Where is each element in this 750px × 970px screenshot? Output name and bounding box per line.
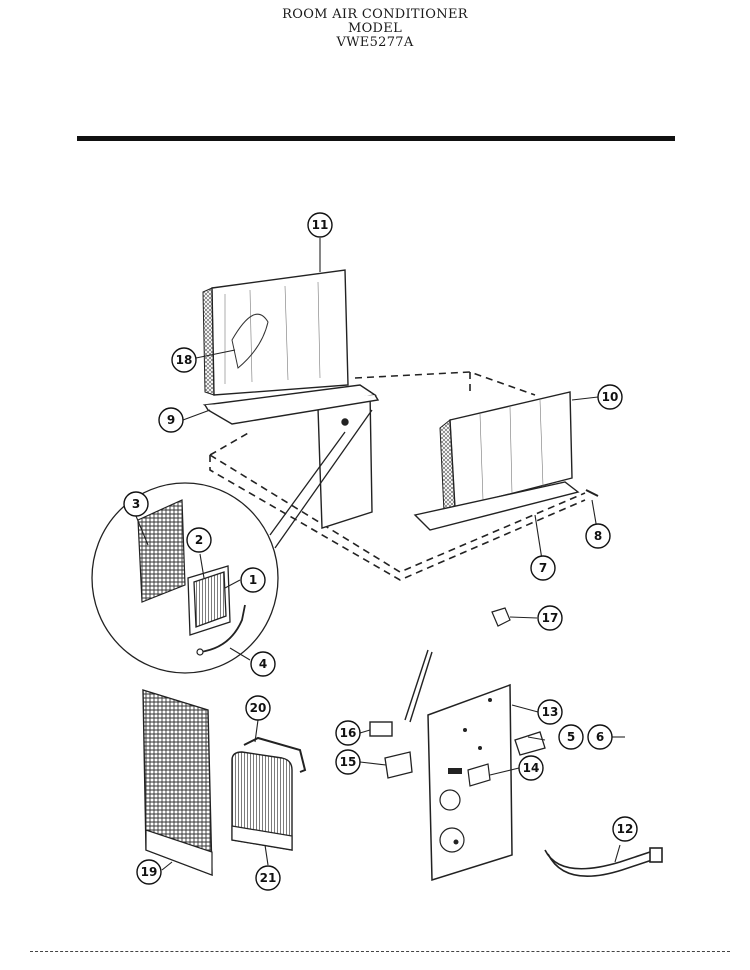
- svg-text:1: 1: [249, 573, 257, 587]
- header-model-number: VWE5277A: [336, 35, 414, 50]
- svg-text:16: 16: [340, 726, 357, 740]
- electric-heater-coil: [231, 751, 293, 851]
- svg-text:3: 3: [132, 497, 140, 511]
- callout-21: 21: [255, 865, 281, 891]
- callout-14: 14: [518, 755, 544, 781]
- svg-text:14: 14: [523, 761, 540, 775]
- callout-9: 9: [158, 407, 184, 433]
- callout-18: 18: [171, 347, 197, 373]
- callout-17: 17: [537, 605, 563, 631]
- svg-text:2: 2: [195, 533, 203, 547]
- svg-text:18: 18: [176, 353, 193, 367]
- svg-text:17: 17: [542, 611, 559, 625]
- chassis-base-outline: [209, 371, 586, 581]
- power-cord: [544, 847, 663, 877]
- callout-13: 13: [537, 699, 563, 725]
- callout-4: 4: [250, 651, 276, 677]
- svg-text:19: 19: [141, 865, 158, 879]
- callout-19: 19: [136, 859, 162, 885]
- callout-15: 15: [335, 749, 361, 775]
- callout-6: 6: [587, 724, 613, 750]
- svg-text:15: 15: [340, 755, 357, 769]
- svg-text:6: 6: [596, 730, 604, 744]
- header-divider: [77, 136, 675, 141]
- evaporator-drain-pan: [413, 481, 580, 531]
- callout-10: 10: [597, 384, 623, 410]
- svg-text:5: 5: [567, 730, 575, 744]
- callout-5: 5: [558, 724, 584, 750]
- svg-text:4: 4: [259, 657, 267, 671]
- thermostat-bulb-wire: [369, 649, 433, 737]
- svg-text:9: 9: [167, 413, 175, 427]
- svg-text:20: 20: [250, 701, 267, 715]
- condenser-coil: [202, 269, 349, 396]
- footer-divider: [30, 951, 730, 953]
- svg-text:8: 8: [594, 529, 602, 543]
- svg-text:13: 13: [542, 705, 559, 719]
- leader-lines: [135, 238, 625, 871]
- svg-text:10: 10: [602, 390, 619, 404]
- callout-11: 11: [307, 212, 333, 238]
- callout-2: 2: [186, 527, 212, 553]
- header-title: ROOM AIR CONDITIONER: [282, 7, 468, 22]
- callout-7: 7: [530, 555, 556, 581]
- selector-switch: [384, 751, 413, 779]
- ground-wire: [199, 604, 246, 653]
- detail-view-circle: [91, 409, 373, 674]
- callout-3: 3: [123, 491, 149, 517]
- terminal-block: [514, 731, 546, 756]
- drain-screw: [585, 489, 599, 497]
- svg-text:21: 21: [260, 871, 277, 885]
- partition-panel: [317, 391, 373, 529]
- evaporator-coil: [439, 391, 573, 513]
- condenser-drain-pan: [202, 384, 380, 425]
- coil-bracket: [243, 736, 307, 773]
- front-filter-screen: [142, 689, 213, 877]
- svg-text:11: 11: [312, 218, 329, 232]
- callout-16: 16: [335, 720, 361, 746]
- header-model-label: MODEL: [347, 21, 402, 36]
- relay-component: [467, 763, 491, 787]
- callout-20: 20: [245, 695, 271, 721]
- air-filter-frame: [187, 565, 231, 636]
- svg-text:7: 7: [539, 561, 547, 575]
- callout-1: 1: [240, 567, 266, 593]
- callout-8: 8: [585, 523, 611, 549]
- svg-text:12: 12: [617, 822, 634, 836]
- callout-12: 12: [612, 816, 638, 842]
- vent-grille: [122, 499, 186, 603]
- mounting-clip: [491, 607, 511, 627]
- diagram-header: ROOM AIR CONDITIONER MODEL VWE5277A: [0, 8, 750, 50]
